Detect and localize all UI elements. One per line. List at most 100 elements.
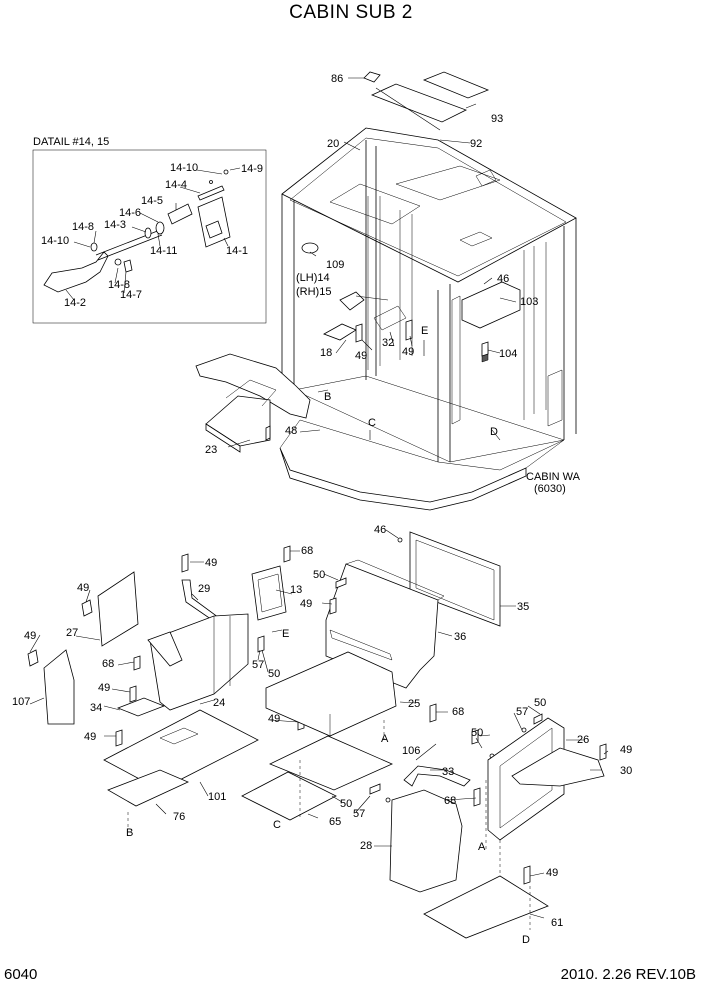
callout-36: 36 bbox=[454, 631, 466, 643]
callout-49: 49 bbox=[98, 682, 110, 694]
cabin-wa-ref: (6030) bbox=[534, 483, 566, 495]
panel-25 bbox=[265, 651, 397, 737]
cover-93 bbox=[422, 71, 490, 99]
callout-49: 49 bbox=[77, 582, 89, 594]
plate-101 bbox=[103, 709, 259, 791]
callout-49: 49 bbox=[205, 557, 217, 569]
callout-14-11: 14-11 bbox=[150, 245, 177, 257]
detail-panel: DATAIL #14, 15 bbox=[32, 136, 267, 324]
knob-109 bbox=[301, 242, 319, 254]
page-title: CABIN SUB 2 bbox=[289, 2, 413, 23]
plate-34 bbox=[116, 697, 166, 717]
callout-a: A bbox=[381, 733, 389, 745]
callout-50: 50 bbox=[268, 668, 280, 680]
callout-c: C bbox=[368, 417, 376, 429]
bracket-24 bbox=[149, 613, 249, 711]
callout-14-9: 14-9 bbox=[241, 163, 263, 175]
callout-68: 68 bbox=[444, 795, 456, 807]
callout-68: 68 bbox=[452, 706, 464, 718]
plate-65 bbox=[241, 771, 337, 821]
plate-35 bbox=[409, 531, 501, 627]
callout-49: 49 bbox=[402, 346, 414, 358]
callout-103: 103 bbox=[520, 296, 538, 308]
panel-107 bbox=[43, 649, 75, 725]
callout-b: B bbox=[324, 391, 331, 403]
callout-49: 49 bbox=[355, 350, 367, 362]
plate-61 bbox=[423, 875, 549, 939]
panel-parts bbox=[27, 529, 609, 939]
callout-49: 49 bbox=[268, 713, 280, 725]
detail-title: DATAIL #14, 15 bbox=[33, 136, 109, 148]
duct-33 bbox=[403, 765, 471, 787]
callout-68: 68 bbox=[102, 658, 114, 670]
callout-106: 106 bbox=[402, 745, 420, 757]
callout-14-6: 14-6 bbox=[119, 207, 141, 219]
callout-49: 49 bbox=[300, 598, 312, 610]
callout-14-8: 14-8 bbox=[72, 221, 94, 233]
revision-date: 2010. 2.26 REV.10B bbox=[560, 966, 696, 983]
callout-33: 33 bbox=[442, 766, 454, 778]
bracket-14-1 bbox=[197, 196, 231, 248]
callout-49: 49 bbox=[546, 867, 558, 879]
callout-b: B bbox=[126, 827, 133, 839]
callout-28: 28 bbox=[360, 840, 372, 852]
callout-50: 50 bbox=[313, 569, 325, 581]
callout-49: 49 bbox=[620, 744, 632, 756]
callout-57: 57 bbox=[252, 659, 264, 671]
callout-d: D bbox=[522, 934, 530, 946]
console-48 bbox=[195, 353, 311, 419]
callout-29: 29 bbox=[198, 583, 210, 595]
callout-27: 27 bbox=[66, 627, 78, 639]
bushing-14-5 bbox=[167, 203, 193, 225]
detail-frame bbox=[32, 149, 267, 324]
callout-50: 50 bbox=[534, 697, 546, 709]
bracket-30 bbox=[511, 747, 605, 787]
callout-14-4: 14-4 bbox=[165, 179, 187, 191]
pad-86 bbox=[363, 71, 381, 83]
callout-a: A bbox=[478, 841, 486, 853]
pedal-14-2 bbox=[43, 251, 109, 293]
callout-14-2: 14-2 bbox=[64, 297, 86, 309]
callout-57: 57 bbox=[516, 706, 528, 718]
callout-61: 61 bbox=[551, 917, 563, 929]
callout-14-8: 14-8 bbox=[108, 279, 130, 291]
callout-49: 49 bbox=[24, 630, 36, 642]
callout-24: 24 bbox=[213, 697, 225, 709]
callout-14-7: 14-7 bbox=[120, 289, 142, 301]
tank-103 bbox=[461, 281, 521, 329]
callout-92: 92 bbox=[470, 138, 482, 150]
callout-13: 13 bbox=[290, 584, 302, 596]
callout-46: 46 bbox=[374, 524, 386, 536]
callout-23: 23 bbox=[205, 444, 217, 456]
callout-14-lh: (LH)14 bbox=[296, 272, 330, 284]
page-number: 6040 bbox=[4, 966, 38, 983]
callout-35: 35 bbox=[517, 601, 529, 613]
callout-26: 26 bbox=[577, 734, 589, 746]
plate-76 bbox=[107, 769, 189, 807]
callout-34: 34 bbox=[90, 702, 102, 714]
callout-68: 68 bbox=[301, 545, 313, 557]
callout-30: 30 bbox=[620, 765, 632, 777]
callout-25: 25 bbox=[408, 698, 420, 710]
cabin-frame bbox=[195, 71, 577, 511]
callout-e: E bbox=[282, 628, 289, 640]
callout-20: 20 bbox=[327, 138, 339, 150]
callout-14-1: 14-1 bbox=[226, 245, 248, 257]
callout-107: 107 bbox=[12, 696, 30, 708]
callout-93: 93 bbox=[491, 113, 503, 125]
callout-14-3: 14-3 bbox=[104, 219, 126, 231]
callout-101: 101 bbox=[208, 791, 226, 803]
callout-32: 32 bbox=[382, 337, 394, 349]
callout-50: 50 bbox=[340, 798, 352, 810]
callout-50: 50 bbox=[471, 727, 483, 739]
callout-86: 86 bbox=[331, 73, 343, 85]
callout-e: E bbox=[421, 325, 428, 337]
cover-13 bbox=[251, 565, 287, 621]
callout-46: 46 bbox=[497, 273, 509, 285]
cover-92 bbox=[370, 83, 468, 123]
callout-15-rh: (RH)15 bbox=[296, 286, 331, 298]
callout-65: 65 bbox=[329, 816, 341, 828]
cabin-wa-label: CABIN WA bbox=[526, 471, 581, 483]
panel-27 bbox=[97, 571, 139, 647]
